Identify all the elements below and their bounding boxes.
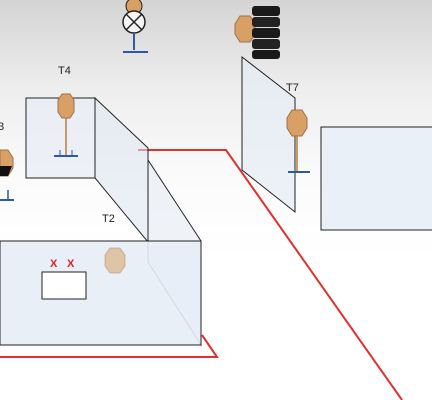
wall-t7 — [241, 55, 296, 214]
wall-right-box — [320, 126, 432, 231]
label-t7: T7 — [286, 82, 299, 94]
fault-line — [0, 334, 219, 358]
target-t2 — [104, 247, 126, 274]
target-t4 — [54, 93, 78, 157]
tire-barrel-icon — [234, 6, 280, 59]
no-shoot-mark-1: X — [50, 258, 58, 270]
no-shoot-mark-2: X — [67, 258, 75, 270]
no-shoot-target-icon — [122, 0, 148, 53]
target-t7 — [286, 109, 310, 173]
fault-line-upper — [138, 149, 403, 400]
label-t3-partial: 3 — [0, 121, 4, 133]
target-t3 — [0, 149, 14, 201]
label-t4: T4 — [58, 65, 71, 77]
wall-t2 — [0, 240, 202, 346]
port-window — [41, 271, 87, 300]
label-t2: T2 — [102, 213, 115, 225]
